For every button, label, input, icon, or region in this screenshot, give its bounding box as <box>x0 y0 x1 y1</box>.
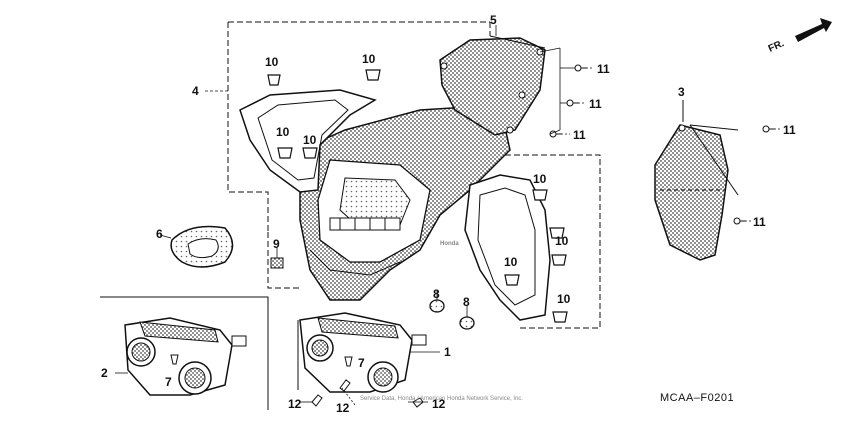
callout-7a: 7 <box>165 375 172 389</box>
callout-10b: 10 <box>362 52 376 66</box>
callout-2: 2 <box>101 366 108 380</box>
copyright-line: Service Data, Honda / American Honda Net… <box>360 396 523 402</box>
callout-1: 1 <box>444 345 451 359</box>
callout-labels: 1 2 3 4 5 6 7 7 8 8 9 10 10 10 10 10 10 … <box>101 13 796 415</box>
callout-6: 6 <box>156 227 163 241</box>
clip-part-9 <box>270 257 284 269</box>
callout-11c: 11 <box>573 128 586 142</box>
callout-12a: 12 <box>288 397 302 411</box>
pins-part-7 <box>170 354 353 367</box>
figure-code: MCAA–F0201 <box>660 392 734 404</box>
meter-assembly-part-1 <box>297 312 427 393</box>
callout-10d: 10 <box>303 133 317 147</box>
screws-part-11 <box>549 64 775 225</box>
callout-10c: 10 <box>276 125 290 139</box>
clips-part-10 <box>267 69 568 323</box>
panel-part-5 <box>439 35 546 136</box>
front-direction-label: FR. <box>767 38 786 55</box>
callout-7b: 7 <box>358 356 365 370</box>
callout-9: 9 <box>273 237 280 251</box>
callout-12b: 12 <box>336 401 350 415</box>
callout-11a: 11 <box>597 62 610 76</box>
callout-10f: 10 <box>555 234 569 248</box>
front-direction-arrow-icon: FR. <box>767 18 832 55</box>
callout-10e: 10 <box>533 172 547 186</box>
callout-11b: 11 <box>589 97 602 111</box>
assembly-4-boundary <box>227 21 601 329</box>
callout-10g: 10 <box>504 255 518 269</box>
callout-11e: 11 <box>753 215 766 229</box>
leader-lines <box>115 25 781 406</box>
gasket-part-6 <box>170 225 234 268</box>
callout-12c: 12 <box>432 397 446 411</box>
callout-10h: 10 <box>557 292 571 306</box>
panel-part-3 <box>654 100 739 261</box>
callout-8a: 8 <box>433 287 440 301</box>
callout-10a: 10 <box>265 55 279 69</box>
inner-cover-part-4: Honda <box>239 89 551 321</box>
callout-3: 3 <box>678 85 685 99</box>
callout-11d: 11 <box>783 123 796 137</box>
callout-5: 5 <box>490 13 497 27</box>
callout-4: 4 <box>192 84 199 98</box>
watermark-honda: Honda <box>440 241 459 247</box>
callout-8b: 8 <box>463 295 470 309</box>
meter-assembly-part-2 <box>100 296 269 410</box>
